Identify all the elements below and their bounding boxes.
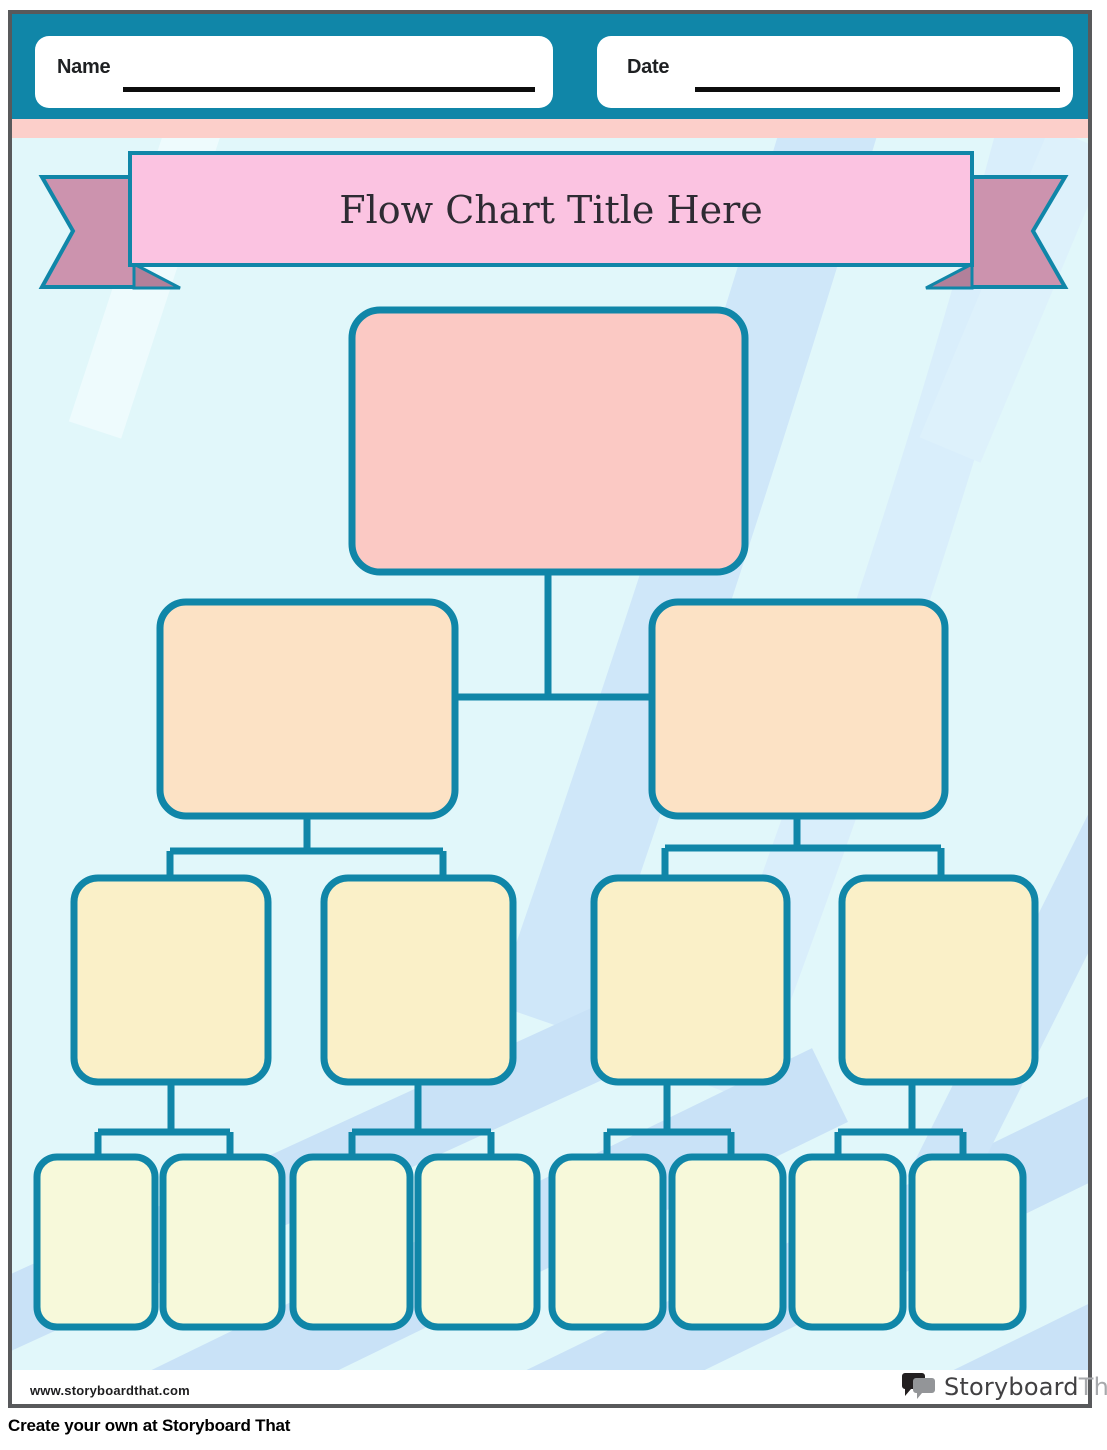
pink-divider [12, 119, 1088, 138]
ribbon-fold-left [132, 261, 181, 290]
flow-box-level4-6[interactable] [668, 1153, 787, 1331]
flow-box-level2-1[interactable] [156, 598, 459, 820]
website-url: www.storyboardthat.com [30, 1383, 190, 1398]
ribbon-tail-left [38, 175, 139, 289]
flow-boxes [33, 306, 1039, 1331]
flow-box-level4-3[interactable] [289, 1153, 414, 1331]
logo-text-that: That [1078, 1373, 1107, 1401]
flow-box-level3-3[interactable] [590, 874, 791, 1086]
name-label: Name [57, 56, 111, 78]
date-label: Date [627, 56, 670, 78]
flow-box-level4-8[interactable] [908, 1153, 1027, 1331]
speech-bubbles-icon [902, 1373, 935, 1399]
connectors [94, 570, 967, 1160]
date-input-line[interactable] [695, 87, 1060, 92]
flow-box-level4-4[interactable] [414, 1153, 541, 1331]
flow-box-level1[interactable] [348, 306, 749, 576]
logo-text-storyboard: Storyboard [944, 1373, 1079, 1401]
connector-level3-2 [348, 1080, 495, 1160]
flow-box-level3-1[interactable] [70, 874, 272, 1086]
title-banner[interactable] [128, 151, 974, 267]
connector-level3-3 [603, 1080, 735, 1160]
flow-box-level3-2[interactable] [320, 874, 517, 1086]
flow-box-level4-2[interactable] [159, 1153, 286, 1331]
name-field [35, 36, 553, 108]
connector-root [455, 570, 652, 701]
connector-level2-left [166, 814, 447, 880]
ribbon-fold-right [925, 261, 974, 290]
flow-box-level2-2[interactable] [648, 598, 949, 820]
title-ribbon [38, 151, 1069, 290]
flow-box-level4-5[interactable] [548, 1153, 667, 1331]
swoosh-band [953, 1304, 1088, 1370]
connector-level3-4 [834, 1080, 967, 1160]
date-field [597, 36, 1073, 108]
flow-box-level4-1[interactable] [33, 1153, 159, 1331]
connector-level2-right [661, 814, 945, 880]
create-your-own-caption: Create your own at Storyboard That [8, 1416, 291, 1435]
flow-box-level3-4[interactable] [838, 874, 1039, 1086]
flow-box-level4-7[interactable] [788, 1153, 907, 1331]
flow-chart-title[interactable]: Flow Chart Title Here [339, 188, 763, 232]
connector-level3-1 [94, 1080, 234, 1160]
name-input-line[interactable] [123, 87, 535, 92]
swoosh-band [907, 814, 1088, 1204]
